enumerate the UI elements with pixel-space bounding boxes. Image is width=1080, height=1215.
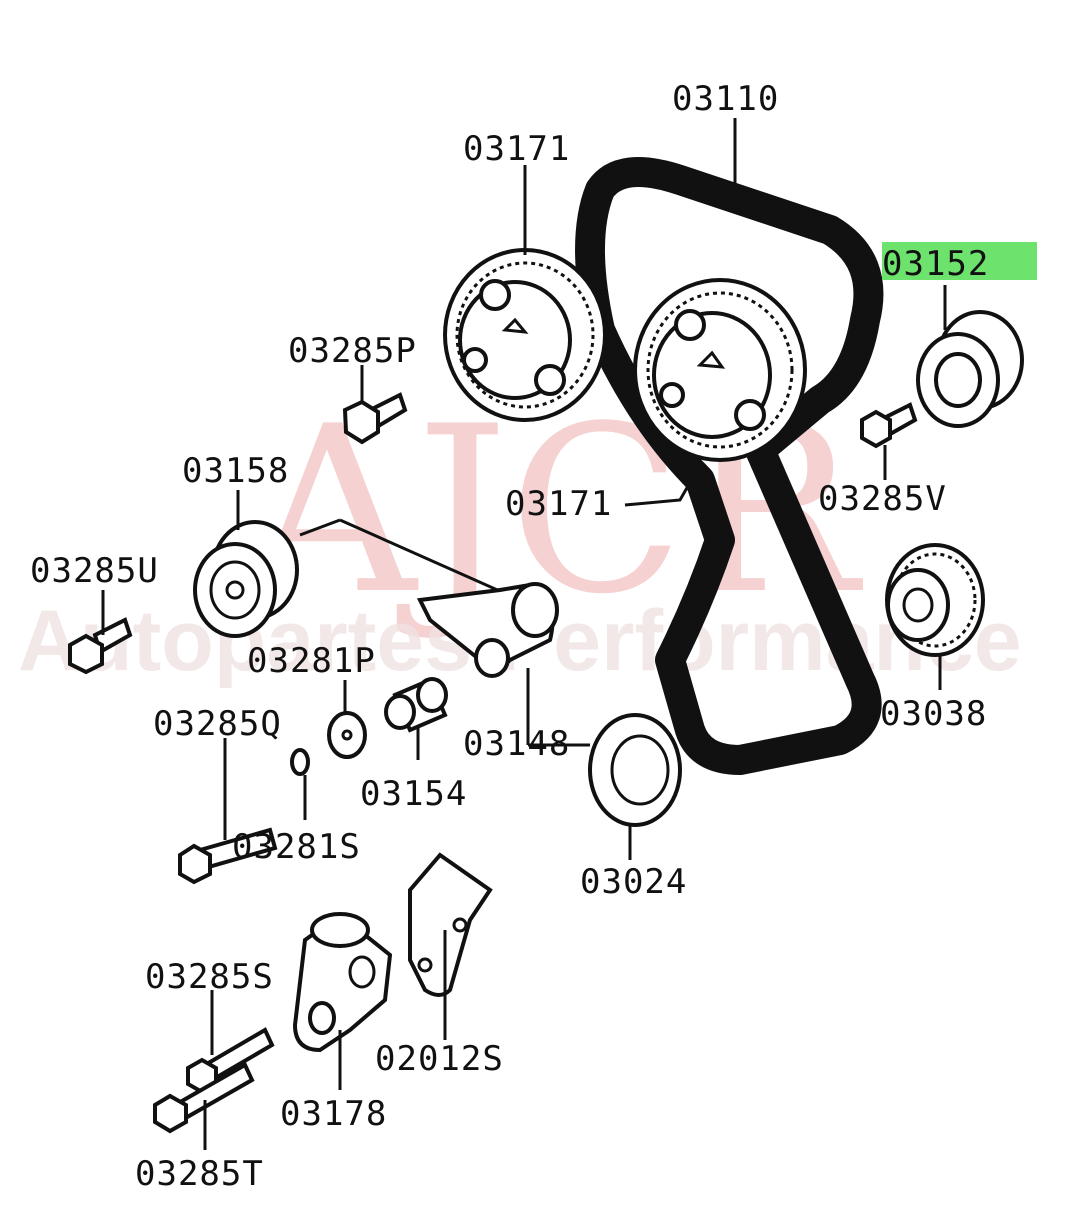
label-03285u[interactable]: 03285U: [30, 551, 159, 591]
timing-belt: [575, 157, 884, 775]
camshaft-sprocket-left: [443, 248, 607, 422]
spacer-03154: [384, 677, 448, 733]
label-03285t[interactable]: 03285T: [135, 1154, 264, 1194]
bolt-03285u: [68, 617, 133, 675]
crank-sprocket-03038: [885, 543, 985, 657]
label-02012s[interactable]: 02012S: [375, 1039, 504, 1079]
auto-tensioner-03178: [292, 912, 393, 1053]
camshaft-sprocket-right: [633, 278, 807, 462]
label-03281p[interactable]: 03281P: [247, 641, 376, 681]
snap-ring-03281s: [290, 748, 310, 776]
label-03285v[interactable]: 03285V: [818, 479, 947, 519]
bolt-03285v: [860, 402, 918, 449]
washer-03281p: [327, 711, 367, 759]
label-03178[interactable]: 03178: [280, 1094, 387, 1134]
label-03171-top[interactable]: 03171: [463, 129, 570, 169]
label-03171-mid[interactable]: 03171: [505, 484, 612, 524]
label-03285p[interactable]: 03285P: [288, 331, 417, 371]
label-03148[interactable]: 03148: [463, 724, 570, 764]
leader-lines: [101, 118, 947, 1150]
flange-03024: [588, 713, 682, 827]
bracket-02012s: [408, 852, 493, 997]
label-03024[interactable]: 03024: [580, 862, 687, 902]
bolt-03285t: [153, 1062, 255, 1134]
label-03281s[interactable]: 03281S: [232, 827, 361, 867]
tensioner-arm-03148: [299, 518, 559, 678]
tensioner-pulley-03158: [193, 520, 299, 638]
label-03285s[interactable]: 03285S: [145, 957, 274, 997]
label-03110[interactable]: 03110: [672, 79, 779, 119]
idler-pulley-03152: [916, 310, 1024, 428]
label-03154[interactable]: 03154: [360, 774, 467, 814]
highlight-03152: [882, 242, 1037, 280]
label-03152[interactable]: 03152: [882, 244, 989, 284]
label-03158[interactable]: 03158: [182, 451, 289, 491]
label-03285q[interactable]: 03285Q: [153, 704, 282, 744]
label-03038[interactable]: 03038: [880, 694, 987, 734]
bolt-03285q: [178, 827, 278, 885]
